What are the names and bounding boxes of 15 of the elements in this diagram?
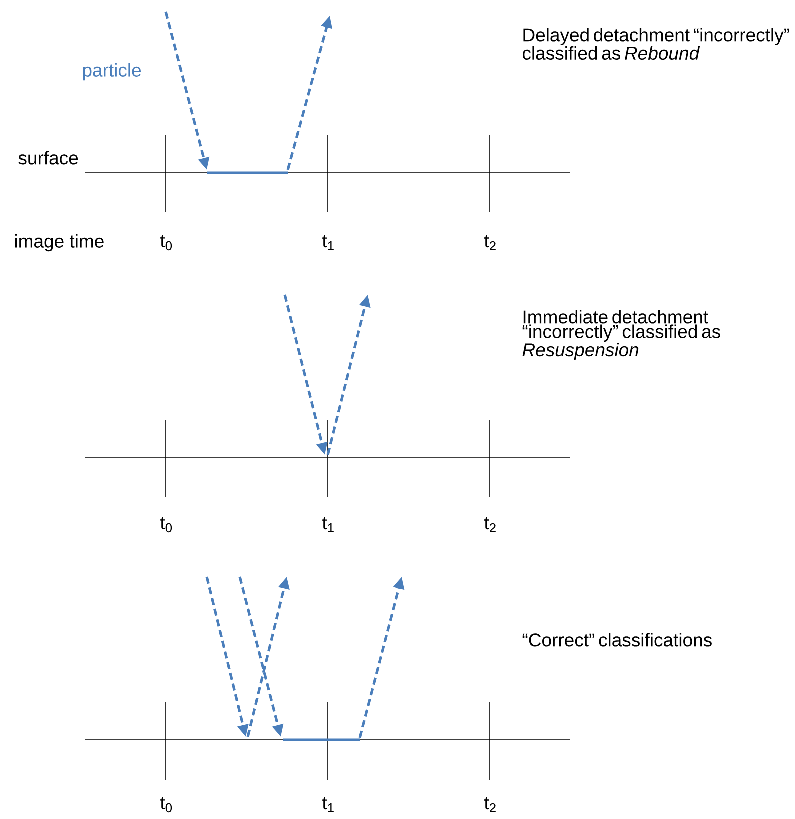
classification-note: Immediate detachment “incorrectly” classified as Resuspension [522, 310, 720, 360]
particle-label: particle [83, 63, 142, 81]
time-label: t$_{0}$ [160, 797, 172, 813]
surface-label: surface [18, 151, 78, 165]
classification-note: “Correct” classifications [522, 633, 712, 647]
time-label: t$_{1}$ [322, 236, 334, 250]
time-label: t$_{0}$ [160, 517, 172, 533]
time-label: t$_{2}$ [484, 235, 496, 251]
time-label: t$_{1}$ [322, 518, 334, 532]
axis-label: image time [15, 234, 104, 252]
time-label: t$_{1}$ [322, 798, 334, 812]
time-label: t$_{0}$ [160, 235, 172, 251]
classification-note: Delayed detachment “incorrectly” classified as Rebound [523, 28, 790, 60]
time-label: t$_{2}$ [484, 797, 496, 813]
time-label: t$_{2}$ [484, 517, 496, 533]
